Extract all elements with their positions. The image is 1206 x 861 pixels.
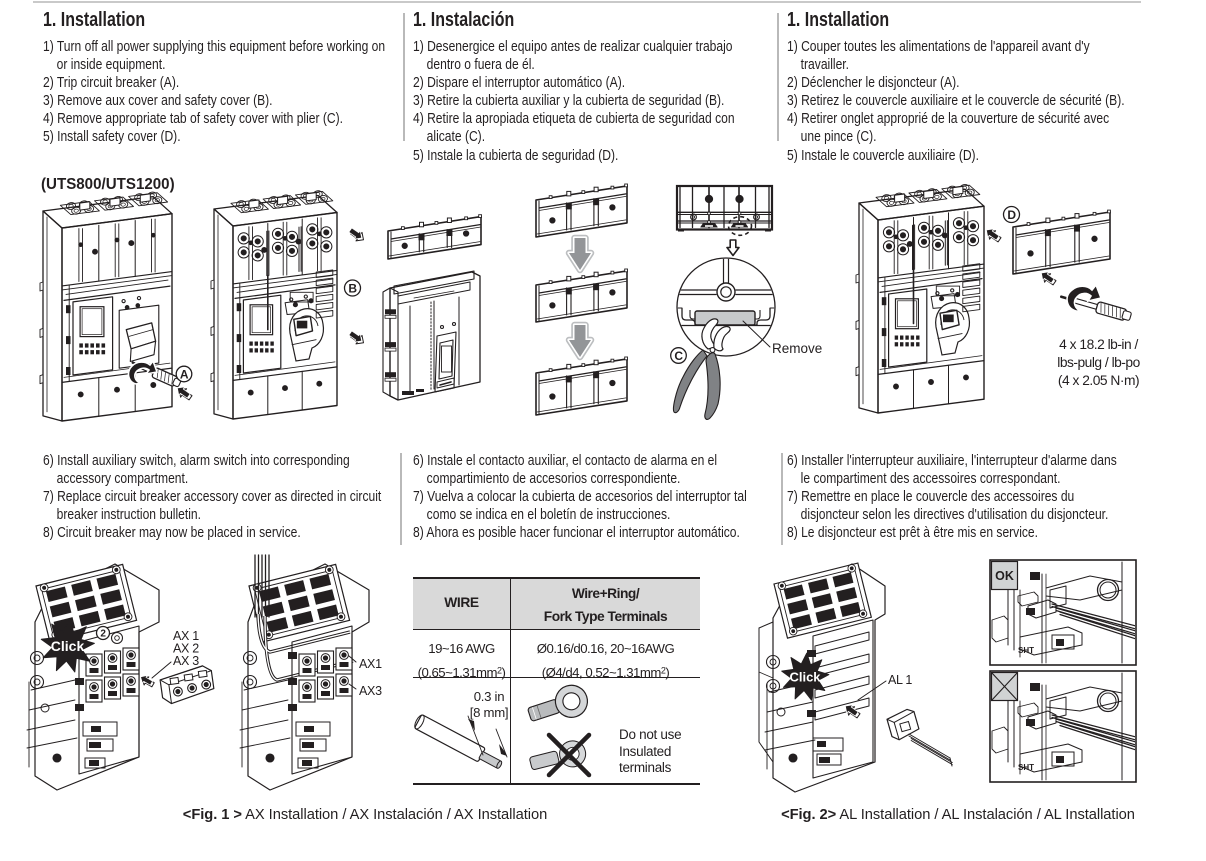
svg-text:B: B <box>348 281 357 295</box>
svg-text:AX3: AX3 <box>359 684 382 698</box>
svg-text:OK: OK <box>995 569 1014 583</box>
svg-text:Click: Click <box>51 638 85 654</box>
svg-text:D: D <box>1007 208 1016 222</box>
svg-text:Click: Click <box>789 670 821 685</box>
svg-text:C: C <box>674 349 683 363</box>
svg-text:AX 3: AX 3 <box>173 654 199 668</box>
svg-text:A: A <box>180 367 189 381</box>
svg-text:SHT: SHT <box>1018 646 1034 655</box>
svg-text:AX 1: AX 1 <box>173 629 199 643</box>
svg-text:2: 2 <box>100 629 106 640</box>
svg-text:AX 2: AX 2 <box>173 642 199 656</box>
svg-text:AX1: AX1 <box>359 657 382 671</box>
svg-text:SHT: SHT <box>1018 763 1034 772</box>
svg-text:AL 1: AL 1 <box>888 673 912 687</box>
